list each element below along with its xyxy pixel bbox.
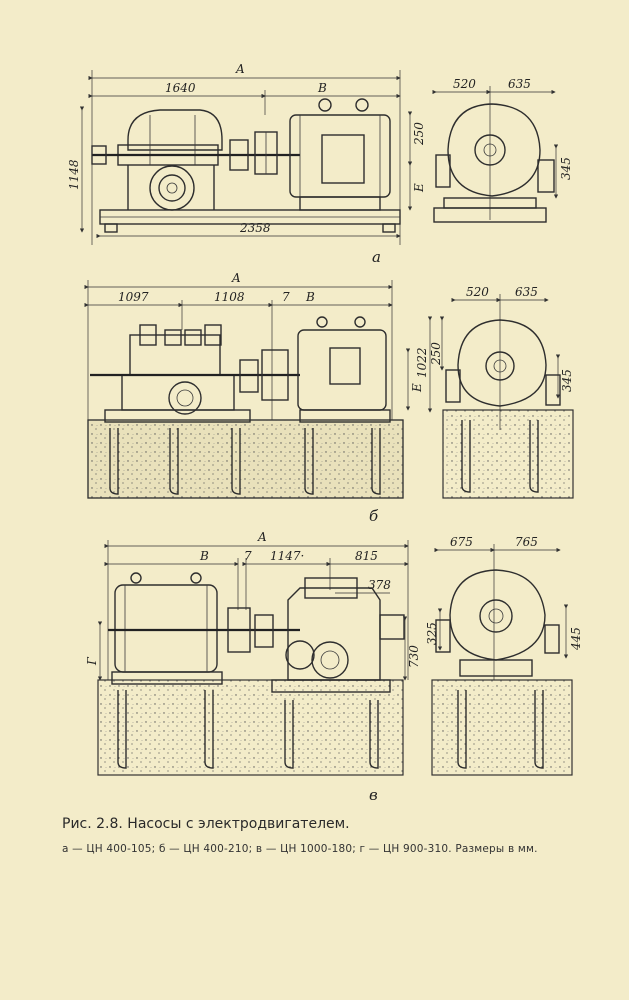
diagram-a: A 1640 В 1148 2358 250 Е xyxy=(67,62,573,266)
a-dim-A: A xyxy=(235,62,245,76)
b-dim-7: 7 xyxy=(282,290,290,304)
b-dim-345: 345 xyxy=(560,369,574,392)
a-dim-1640: 1640 xyxy=(165,81,196,95)
a-dim-250: 250 xyxy=(412,122,426,146)
v-dim-675: 675 xyxy=(450,535,473,549)
v-dim-730: 730 xyxy=(407,645,421,668)
v-dim-B: В xyxy=(199,549,209,563)
a-dim-1148: 1148 xyxy=(67,159,81,190)
b-dim-635: 635 xyxy=(515,285,538,299)
a-dim-345: 345 xyxy=(559,157,573,180)
v-dim-325: 325 xyxy=(425,622,439,645)
a-dim-635: 635 xyxy=(508,77,531,91)
v-dim-815: 815 xyxy=(355,549,378,563)
v-dim-445: 445 xyxy=(569,627,583,651)
b-dim-250: 250 xyxy=(429,342,443,366)
figure-caption: Рис. 2.8. Насосы с электродвигателем. а … xyxy=(62,816,592,856)
a-dim-B: В xyxy=(317,81,327,95)
v-sub-label: в xyxy=(369,786,378,800)
caption-title: Рис. 2.8. Насосы с электродвигателем. xyxy=(62,816,350,832)
a-dim-520: 520 xyxy=(453,77,476,91)
v-dim-7: 7 xyxy=(244,549,252,563)
v-dim-1147: 1147· xyxy=(270,549,304,563)
b-dim-1108: 1108 xyxy=(214,290,245,304)
b-dim-520: 520 xyxy=(466,285,489,299)
b-dim-1097: 1097 xyxy=(118,290,149,304)
a-dim-E: Е xyxy=(412,183,426,193)
diagram-v: A В 7 1147· 815 378 Г 730 xyxy=(85,530,583,800)
v-dim-765: 765 xyxy=(515,535,538,549)
v-dim-A: A xyxy=(257,530,267,544)
v-dim-378: 378 xyxy=(368,578,391,592)
v-dim-F: Г xyxy=(85,656,99,666)
caption-text: а — ЦН 400-105; б — ЦН 400-210; в — ЦН 1… xyxy=(62,843,538,855)
a-dim-2358: 2358 xyxy=(239,221,271,235)
b-dim-A: A xyxy=(231,271,241,285)
b-dim-E: Е xyxy=(410,383,424,393)
b-dim-B: В xyxy=(305,290,315,304)
technical-drawing: A 1640 В 1148 2358 250 Е xyxy=(67,62,583,800)
diagram-b: A 1097 1108 7 В Е xyxy=(84,271,574,525)
b-dim-1022: 1022 xyxy=(415,347,429,378)
b-sub-label: б xyxy=(369,507,379,525)
a-sub-label: а xyxy=(372,248,381,266)
